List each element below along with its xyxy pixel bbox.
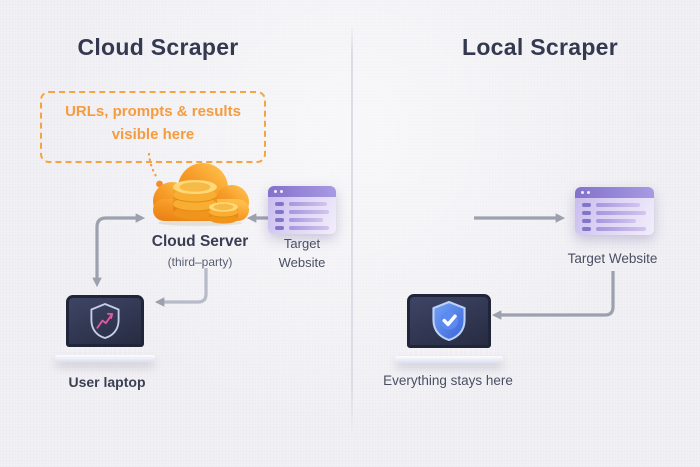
- target-website-label-right: Target Website: [567, 251, 658, 266]
- laptop-base: [395, 356, 503, 363]
- right-panel-title: Local Scraper: [461, 34, 619, 60]
- browser-titlebar: [575, 187, 654, 198]
- arrow-cloudserver-to-laptop: [154, 268, 208, 307]
- cloud-server-label-main: Cloud Server: [151, 233, 249, 250]
- panel-divider: [351, 24, 353, 436]
- coin-stack-small: [209, 202, 238, 224]
- target-website-line1: Target: [283, 236, 321, 251]
- visibility-callout: URLs, prompts & results visible here: [40, 91, 266, 163]
- user-laptop-caption: User laptop: [68, 374, 146, 390]
- browser-content: [268, 197, 336, 234]
- laptop-keyboard: [403, 348, 495, 356]
- browser-titlebar: [268, 186, 336, 197]
- cloud-database-icon: [153, 163, 249, 226]
- target-website-label-left: Target Website: [262, 235, 342, 273]
- arrow-website-to-local-laptop: [491, 271, 615, 320]
- target-website-line2: Website: [278, 254, 326, 270]
- callout-line1: URLs, prompts & results: [65, 103, 241, 120]
- browser-dot: [274, 190, 277, 193]
- laptop-screen: [66, 295, 144, 347]
- everything-stays-caption: Everything stays here: [383, 373, 513, 388]
- coin-stack-large: [173, 180, 217, 220]
- browser-window-icon: [575, 187, 654, 235]
- browser-window-icon: [268, 186, 336, 234]
- browser-content: [575, 198, 654, 235]
- shield-chart-icon: [90, 303, 120, 339]
- shield-check-icon: [432, 300, 466, 342]
- left-panel-title: Cloud Scraper: [77, 34, 239, 60]
- cloud-server-label-sub: (third–party): [167, 255, 233, 270]
- browser-dot: [280, 190, 283, 193]
- arrow-laptop-cloud-bidirectional: [92, 213, 146, 288]
- callout-line2: visible here: [111, 125, 195, 143]
- cloud-server-label: Cloud Server (third–party): [140, 231, 260, 272]
- laptop-screen: [407, 294, 491, 348]
- laptop-keyboard: [62, 347, 148, 355]
- browser-dot: [581, 191, 584, 194]
- laptop-base: [55, 355, 155, 362]
- browser-dot: [587, 191, 590, 194]
- laptop-shield-chart-icon: [55, 295, 155, 362]
- laptop-shield-check-icon: [395, 294, 503, 363]
